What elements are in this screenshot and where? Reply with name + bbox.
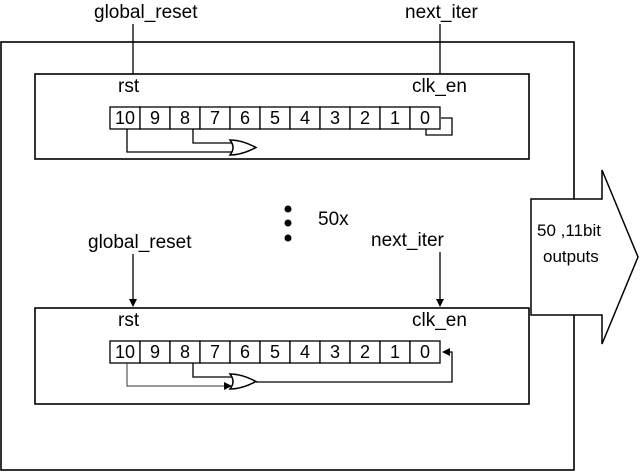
bit-index-label: 1 [390, 342, 400, 362]
bit-index-label: 10 [115, 342, 135, 362]
counter-box [34, 307, 530, 405]
bit-index-label: 8 [180, 108, 190, 128]
top-next-iter-label: next_iter [405, 2, 479, 23]
bit-cell [409, 106, 441, 130]
bit-index-label: 7 [210, 108, 220, 128]
mid-next-iter-label: next_iter [371, 230, 445, 251]
bit-index-label: 4 [300, 342, 310, 362]
bit0-loop-wire [256, 348, 453, 383]
clk-en-label: clk_en [412, 310, 467, 331]
bit-index-label: 5 [270, 108, 280, 128]
bit-index-label: 9 [150, 108, 160, 128]
bit-index-label: 2 [360, 108, 370, 128]
output-count-label: 50 ,11bit [537, 221, 601, 240]
bit-index-label: 3 [330, 108, 340, 128]
outer-module-box [0, 41, 575, 471]
or-gate-icon [228, 139, 258, 156]
bit-index-label: 9 [150, 342, 160, 362]
ellipsis-dot [284, 234, 292, 242]
bit8-feedback-wire [192, 129, 233, 144]
rst-label: rst [118, 310, 140, 331]
bit8-feedback-wire [192, 363, 233, 378]
clk-en-label: clk_en [412, 76, 467, 97]
bit-index-label: 10 [115, 108, 135, 128]
mid-global-reset-label: global_reset [88, 232, 192, 253]
bit-index-label: 0 [420, 108, 430, 128]
bit-index-label: 6 [240, 108, 250, 128]
bit-index-label: 2 [360, 342, 370, 362]
bit10-feedback-wire [126, 363, 232, 390]
bit-index-label: 8 [180, 342, 190, 362]
bit-cell [409, 340, 441, 364]
ellipsis-dot [284, 205, 292, 213]
bit0-loop-wire [425, 117, 453, 136]
bit-index-label: 0 [420, 342, 430, 362]
bit-index-label: 5 [270, 342, 280, 362]
repeat-count-label: 50x [318, 209, 349, 230]
top-global-reset-label: global_reset [94, 2, 198, 23]
ellipsis-dot [284, 219, 292, 227]
bit-index-label: 4 [300, 108, 310, 128]
bit-index-label: 6 [240, 342, 250, 362]
or-gate-icon [228, 373, 258, 390]
output-desc-label: outputs [543, 247, 599, 266]
rst-label: rst [118, 76, 140, 97]
bit-index-label: 3 [330, 342, 340, 362]
bit10-feedback-wire [126, 129, 233, 153]
output-arrow-icon [530, 169, 639, 345]
counter-box [34, 73, 530, 160]
bit-index-label: 7 [210, 342, 220, 362]
bit-index-label: 1 [390, 108, 400, 128]
